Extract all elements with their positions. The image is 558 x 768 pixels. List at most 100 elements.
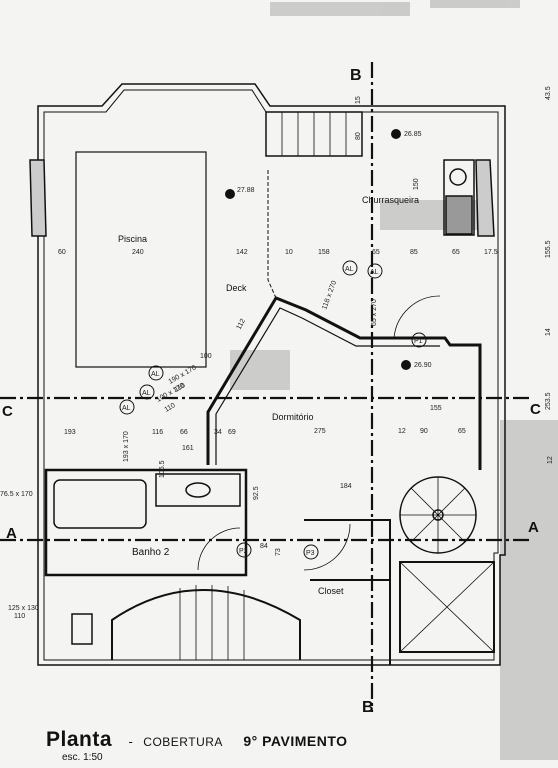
window-tag-1 bbox=[148, 365, 164, 381]
window-tag-2 bbox=[139, 384, 155, 400]
deck-wall-inner bbox=[215, 307, 440, 465]
dim-60: 60 bbox=[58, 249, 66, 256]
bbq-grate bbox=[445, 195, 473, 235]
dim-100: 100 bbox=[200, 353, 212, 360]
dim-34: 34 bbox=[214, 429, 222, 436]
level-top: 26.85 bbox=[404, 131, 422, 138]
bathroom-wall bbox=[44, 468, 248, 577]
level-marker-pool bbox=[225, 189, 235, 199]
dim-10: 10 bbox=[285, 249, 293, 256]
dim-12: 12 bbox=[398, 428, 406, 435]
door-tag-p1 bbox=[411, 332, 427, 348]
section-mark-c-right: C bbox=[530, 401, 541, 418]
dim-84: 84 bbox=[260, 543, 268, 550]
section-mark-c-left: C bbox=[2, 403, 13, 420]
scan-noise bbox=[230, 0, 558, 760]
room-label-closet: Closet bbox=[318, 586, 344, 596]
plan-subtitle: COBERTURA bbox=[143, 735, 223, 749]
dim-window-110b: 110 bbox=[164, 402, 177, 414]
room-label-deck: Deck bbox=[226, 283, 247, 293]
elevator bbox=[399, 561, 495, 653]
room-label-churrasqueira: Churrasqueira bbox=[362, 195, 419, 205]
window-label-1: AL bbox=[151, 371, 160, 378]
window-label-4: AL bbox=[345, 266, 354, 273]
arch-stair bbox=[111, 589, 301, 660]
deck-wall bbox=[206, 296, 482, 470]
window-tag-3 bbox=[119, 399, 135, 415]
section-mark-b-bottom: B bbox=[362, 699, 374, 716]
dim-155: 155 bbox=[430, 405, 442, 412]
bbq-sink bbox=[449, 168, 467, 186]
dim-106-5: 106.5 bbox=[159, 460, 166, 478]
bbq-grill bbox=[443, 159, 475, 236]
title-block: Planta - COBERTURA 9° PAVIMENTO bbox=[46, 728, 348, 752]
dim-92-5: 92.5 bbox=[253, 486, 260, 500]
window-tag-4 bbox=[342, 260, 358, 276]
plan-scale: esc. 1:50 bbox=[62, 752, 103, 763]
room-label-banho: Banho 2 bbox=[132, 547, 170, 558]
title-dash: - bbox=[128, 734, 133, 749]
door-label-p2: P2 bbox=[239, 548, 248, 555]
pool bbox=[75, 151, 207, 368]
dim-155-5: 155.5 bbox=[545, 240, 552, 258]
door-label-p1: P1 bbox=[414, 338, 423, 345]
dim-69: 69 bbox=[228, 429, 236, 436]
dim-253-5: 253.5 bbox=[545, 392, 552, 410]
dim-85: 85 bbox=[410, 249, 418, 256]
dim-window-76: 76.5 x 170 bbox=[0, 491, 33, 498]
closet-wall bbox=[304, 519, 391, 665]
vanity bbox=[155, 473, 241, 507]
section-mark-a-left: A bbox=[6, 525, 17, 542]
room-label-dormitorio: Dormitório bbox=[272, 412, 314, 422]
door-p1-swing bbox=[393, 295, 441, 339]
dim-112: 112 bbox=[236, 318, 247, 331]
dim-43-5: 43.5 bbox=[545, 86, 552, 100]
arch-stair-treads bbox=[179, 585, 245, 660]
level-pool: 27.88 bbox=[237, 187, 255, 194]
dim-110: 110 bbox=[14, 613, 25, 620]
door-p3-swing bbox=[303, 523, 351, 571]
dim-65: 65 bbox=[372, 249, 380, 256]
plan-floor: 9° PAVIMENTO bbox=[243, 733, 348, 749]
dim-90: 90 bbox=[420, 428, 428, 435]
level-floor: 26.90 bbox=[414, 362, 432, 369]
door-tag-p3 bbox=[303, 544, 319, 560]
section-mark-a-right: A bbox=[528, 519, 539, 536]
door-tag-p2 bbox=[236, 542, 252, 558]
dim-15: 15 bbox=[355, 96, 362, 104]
deck-edge bbox=[267, 170, 277, 299]
dim-240: 240 bbox=[132, 249, 144, 256]
dim-65b: 65 bbox=[452, 249, 460, 256]
window-label-2: AL bbox=[142, 390, 151, 397]
planter-left bbox=[29, 159, 47, 237]
dim-275: 275 bbox=[314, 428, 326, 435]
dim-150: 150 bbox=[413, 178, 420, 190]
dim-65c: 65 bbox=[458, 428, 466, 435]
dim-80: 80 bbox=[355, 132, 362, 140]
dim-158: 158 bbox=[318, 249, 330, 256]
dim-116: 116 bbox=[152, 429, 163, 436]
stair-treads bbox=[281, 112, 347, 156]
window-label-5: AL bbox=[370, 269, 379, 276]
dim-193: 193 bbox=[64, 429, 76, 436]
dim-window-118: 118 x 270 bbox=[321, 280, 338, 311]
inner-wall bbox=[43, 89, 499, 661]
window-tag-5 bbox=[367, 263, 383, 279]
toilet bbox=[71, 613, 93, 645]
dim-12-right: 12 bbox=[547, 456, 554, 464]
outer-wall bbox=[37, 83, 506, 666]
window-label-3: AL bbox=[122, 405, 131, 412]
dim-193-170: 193 x 170 bbox=[123, 431, 130, 462]
room-label-piscina: Piscina bbox=[118, 234, 147, 244]
dim-66: 66 bbox=[180, 429, 188, 436]
dim-125-130: 125 x 130 bbox=[8, 605, 39, 612]
level-marker-top bbox=[391, 129, 401, 139]
spiral-stair-treads bbox=[400, 477, 476, 553]
dim-73: 73 bbox=[275, 548, 282, 556]
door-label-p3: P3 bbox=[306, 550, 315, 557]
door-p2-swing bbox=[197, 527, 241, 571]
dim-17-5: 17.5 bbox=[484, 249, 498, 256]
section-mark-b-top: B bbox=[350, 67, 362, 84]
dim-142: 142 bbox=[236, 249, 248, 256]
